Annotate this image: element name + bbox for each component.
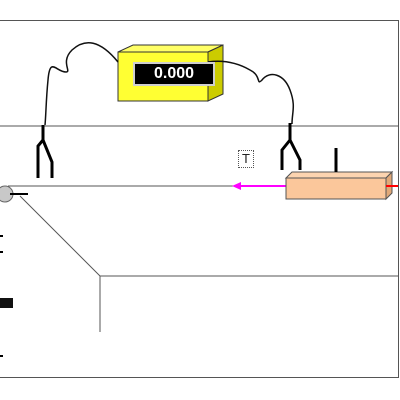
tension-label: T [238, 150, 254, 168]
meter-top [117, 44, 224, 53]
left-probe-wire [44, 41, 119, 126]
table-left-edge [19, 195, 101, 277]
left-photogate[interactable] [36, 125, 54, 178]
tension-arrowhead [232, 182, 241, 190]
simulation-frame [0, 20, 399, 378]
right-photogate[interactable] [280, 123, 302, 170]
sliding-block[interactable] [285, 177, 387, 200]
hanging-mass[interactable] [0, 298, 13, 308]
block-top [284, 171, 394, 179]
meter-display: 0.000 [133, 62, 215, 86]
right-probe-wire [207, 60, 295, 125]
